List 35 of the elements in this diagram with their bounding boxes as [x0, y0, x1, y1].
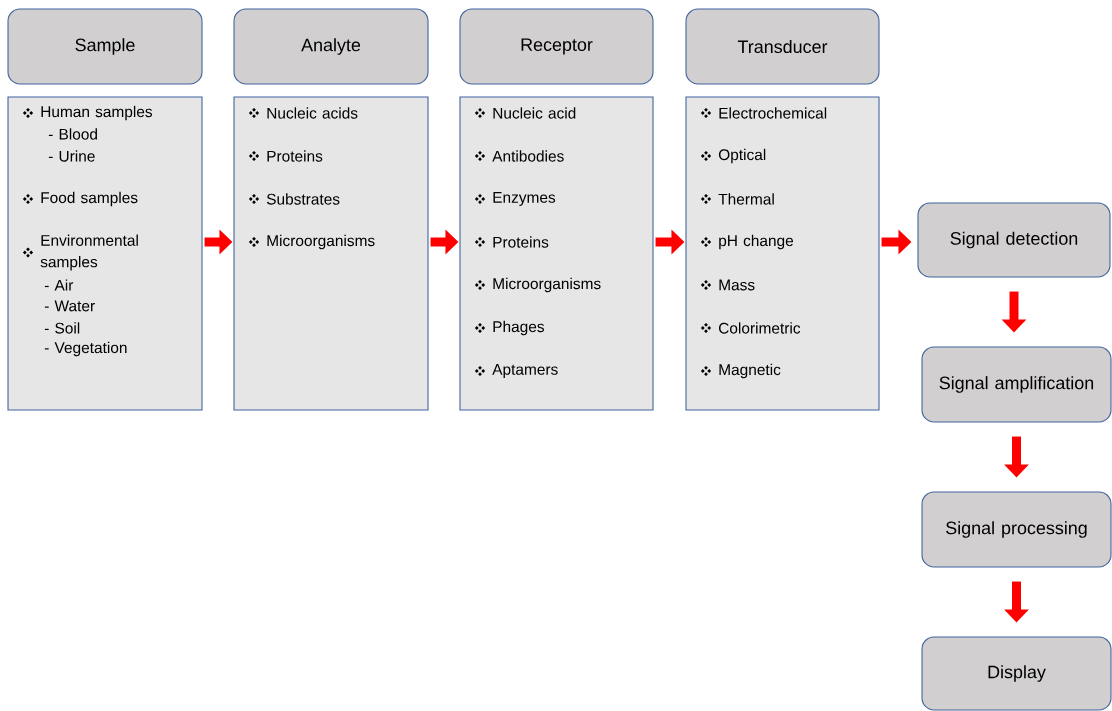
list-item: - Water — [44, 300, 95, 312]
list-item: - Blood — [48, 128, 97, 140]
list-item: Nucleic acid — [493, 107, 576, 119]
list-item: pH change — [719, 234, 794, 250]
list-item: Electrochemical — [719, 107, 827, 119]
header-box: Receptor — [459, 8, 654, 85]
list-item: Proteins — [493, 236, 549, 248]
list-item: Aptamers — [492, 364, 558, 378]
list-item: Colorimetric — [719, 322, 801, 334]
list-item: Microorganisms — [267, 234, 375, 250]
list-item: Environmental samples — [40, 234, 138, 271]
list-item: Proteins — [267, 150, 323, 162]
process-box: Signal detection — [917, 202, 1111, 278]
list-item: Microorganisms — [493, 277, 601, 293]
list-item: Optical — [718, 148, 766, 164]
list-item: Human samples — [41, 105, 153, 121]
list-item: - Soil — [44, 322, 80, 334]
process-box: Signal processing — [921, 491, 1112, 568]
list-item: Enzymes — [493, 192, 556, 206]
list-item: Thermal — [718, 193, 774, 205]
process-box: Signal amplification — [921, 346, 1112, 423]
list-item: Magnetic — [719, 363, 781, 379]
process-box: Display — [921, 636, 1112, 711]
header-box: Sample — [7, 8, 203, 85]
header-box: Transducer — [685, 8, 880, 85]
list-item: - Urine — [48, 150, 95, 162]
list-item: Substrates — [266, 193, 340, 205]
list-item: Antibodies — [492, 150, 564, 162]
list-item: Food samples — [41, 191, 138, 207]
list-item: Nucleic acids — [267, 107, 358, 119]
list-item: - Vegetation — [44, 341, 127, 357]
list-item: - Air — [44, 279, 74, 291]
list-item: Phages — [493, 320, 544, 336]
list-item: Mass — [719, 279, 755, 291]
header-box: Analyte — [233, 8, 429, 85]
